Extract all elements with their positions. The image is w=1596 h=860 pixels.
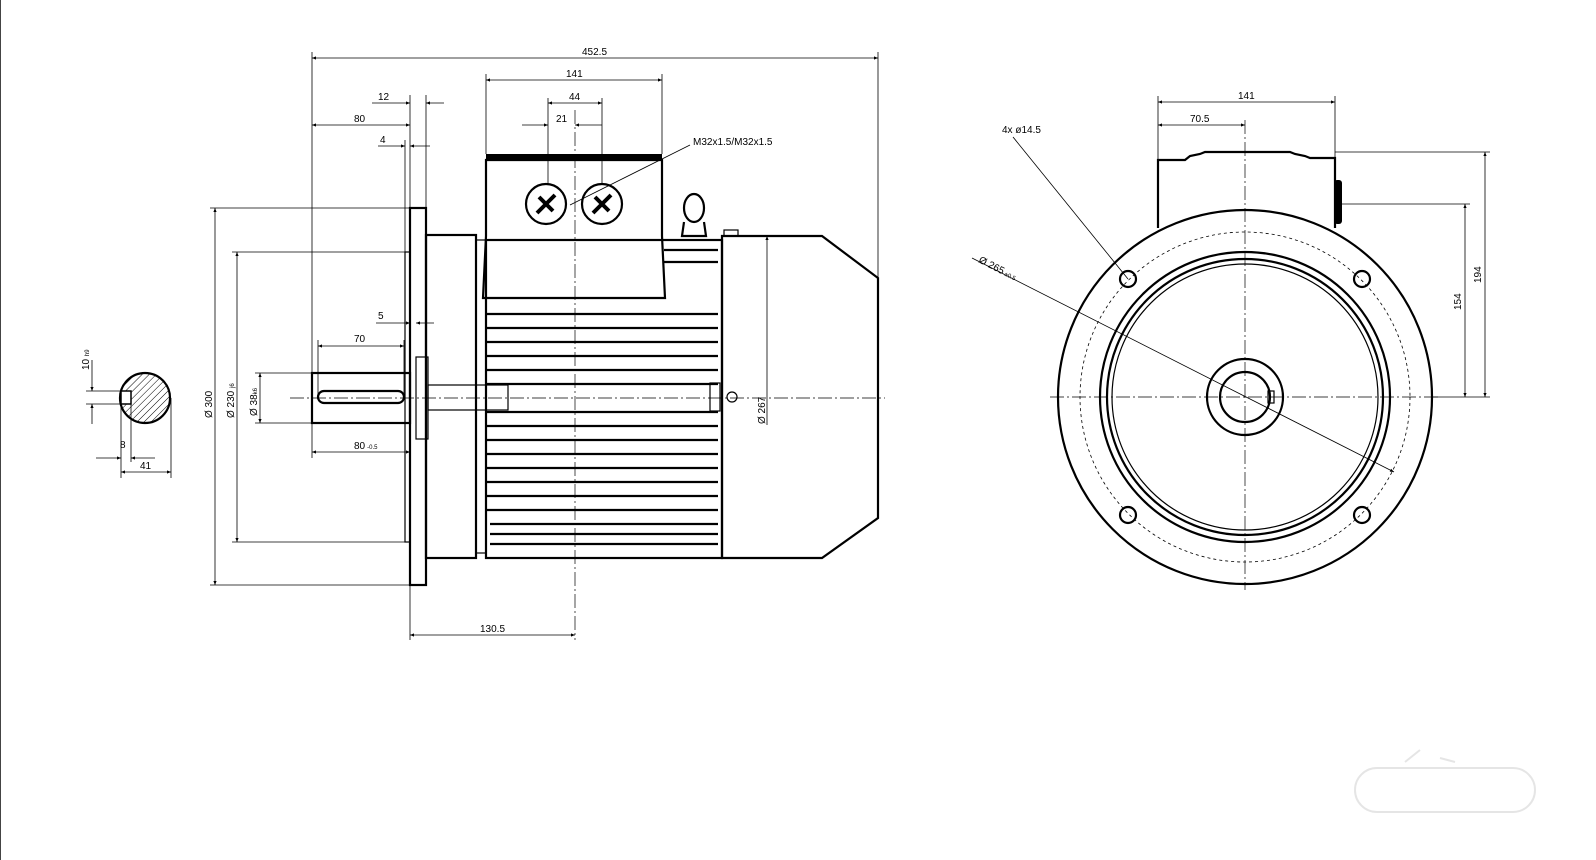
half-width-label: 70.5 [1190, 114, 1210, 125]
front-view: 141 70.5 4x ø14.5 Ø 265±0.5 154 194 [971, 91, 1490, 590]
overall-length-label: 452.5 [582, 47, 607, 58]
height-154-label: 154 [1453, 293, 1464, 310]
gland-offset-label: 21 [556, 114, 568, 125]
front-box-width-label: 141 [1238, 91, 1255, 102]
key-length-label: 70 [354, 334, 366, 345]
pcd-label: Ø 265±0.5 [977, 255, 1019, 284]
spigot-label: 4 [380, 135, 386, 146]
window-edge [0, 0, 1, 860]
gland-spacing-label: 44 [569, 92, 581, 103]
box-center-label: 130.5 [480, 624, 505, 635]
box-width-label: 141 [566, 69, 583, 80]
frame-diameter-label: Ø 267 [757, 396, 768, 424]
shaft-section: 10 h9 8 41 [81, 349, 172, 478]
holes-label: 4x ø14.5 [1002, 125, 1041, 136]
cable-gland-label: M32x1.5/M32x1.5 [693, 137, 773, 148]
shaft-diameter-label: Ø 38k6 [249, 387, 260, 416]
watermark-logo [1354, 749, 1536, 813]
spigot-diameter-label: Ø 230 j6 [226, 383, 237, 418]
flange-thickness-label: 12 [378, 92, 390, 103]
key-width-label: 10 h9 [81, 349, 92, 370]
mounting-holes [1118, 269, 1372, 525]
shaft-flange-label: 80 [354, 114, 366, 125]
flange-diameter-label: Ø 300 [204, 390, 215, 418]
key-depth-label: 8 [120, 440, 126, 451]
shaft-height-label: 41 [140, 461, 152, 472]
side-view: 452.5 141 44 21 M32x1.5/M32x1.5 12 80 4 … [204, 47, 885, 640]
key-offset-label: 5 [378, 311, 384, 322]
shaft-length-label: 80-0.5 [354, 441, 378, 452]
cooling-fins [486, 248, 718, 546]
height-194-label: 194 [1473, 266, 1484, 283]
